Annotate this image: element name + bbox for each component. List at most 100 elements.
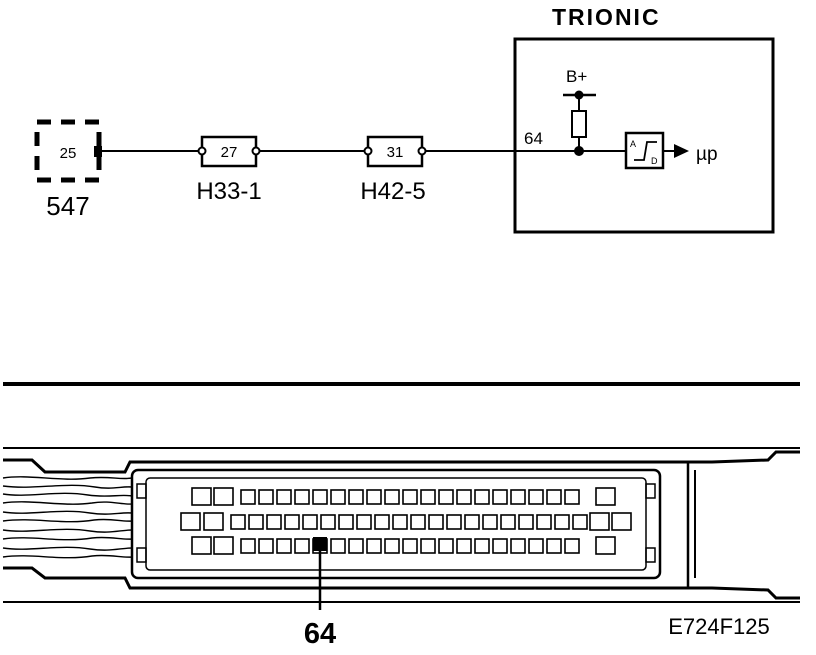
pin-cavity	[213, 487, 234, 506]
ecu-box	[513, 37, 775, 234]
pin-cavity	[595, 487, 616, 506]
component-547-box	[34, 119, 102, 183]
pin-cavity	[474, 489, 490, 505]
connector-tab-right-top	[645, 483, 656, 499]
connector-tab-left-bottom	[136, 547, 147, 563]
pin-cavity	[611, 512, 632, 531]
connector-h42-5-pin-in	[363, 146, 373, 156]
pin-cavity	[258, 538, 274, 554]
pin-cavity	[546, 489, 562, 505]
supply-label: B+	[566, 67, 587, 86]
pin-cavity	[456, 489, 472, 505]
pin-cavity	[366, 538, 382, 554]
pin-cavity	[546, 538, 562, 554]
pin-cavity	[348, 489, 364, 505]
pin-cavity	[536, 514, 552, 530]
pin-cavity	[428, 514, 444, 530]
component-547-pin: 25	[60, 145, 77, 162]
component-547-label: 547	[46, 191, 89, 221]
pin-cavity	[230, 514, 246, 530]
ecu-title: TRIONIC	[552, 4, 661, 30]
pin-cavity	[438, 489, 454, 505]
pin-cavity	[248, 514, 264, 530]
pin-cavity	[589, 512, 610, 531]
connector-h33-1-pin-in	[197, 146, 207, 156]
pin-cavity	[564, 538, 580, 554]
adc-symbol	[634, 141, 657, 161]
pin-64-highlight	[313, 537, 327, 551]
pin-cavity	[312, 489, 328, 505]
adc-label-a: A	[630, 139, 636, 149]
pin-cavity	[374, 514, 390, 530]
connector-body	[130, 468, 662, 580]
pin-cavity	[518, 514, 534, 530]
pin-cavity	[554, 514, 570, 530]
connector-lock-bracket	[660, 460, 690, 590]
output-label: µp	[696, 144, 718, 165]
pin-cavity	[284, 514, 300, 530]
harness-bottom-edge	[3, 566, 800, 600]
pin-cavity	[528, 489, 544, 505]
schematic	[34, 37, 775, 234]
ecu-pin-label: 64	[524, 129, 543, 148]
connector-tab-right-bottom	[645, 547, 656, 563]
pin-cavity	[191, 487, 212, 506]
pin-cavity	[402, 489, 418, 505]
pin-cavity	[510, 538, 526, 554]
harness-top-edge	[3, 450, 800, 474]
wire-bundle	[2, 476, 133, 559]
pin-cavity	[392, 514, 408, 530]
pin-cavity	[276, 538, 292, 554]
connector-h42-5-pin: 31	[387, 144, 404, 161]
pin-cavity	[564, 489, 580, 505]
connector-h42-5-label: H42-5	[360, 178, 425, 205]
pin-cavity	[294, 538, 310, 554]
pin-cavity	[276, 489, 292, 505]
pull-up-resistor	[571, 110, 587, 138]
pin-cavity	[510, 489, 526, 505]
pin-cavity	[203, 512, 224, 531]
pin-cavity	[492, 489, 508, 505]
pin-cavity	[180, 512, 201, 531]
pin-cavity	[402, 538, 418, 554]
ecu-connector-illustration	[2, 447, 800, 610]
pin-cavity	[464, 514, 480, 530]
component-547-terminal	[94, 146, 102, 157]
pin-cavity	[240, 538, 256, 554]
pin-cavity	[456, 538, 472, 554]
pin-cavity	[266, 514, 282, 530]
pin-cavity	[384, 538, 400, 554]
pin-cavity	[492, 538, 508, 554]
pin-cavity	[320, 514, 336, 530]
connector-tab-left-top	[136, 483, 147, 499]
pin-cavity	[366, 489, 382, 505]
connector-h33-1-label: H33-1	[196, 178, 261, 205]
pin-cavity	[572, 514, 588, 530]
pin-cavity	[420, 489, 436, 505]
output-arrow	[674, 144, 689, 158]
pin-cavity	[258, 489, 274, 505]
connector-h42-5-pin-out	[417, 146, 427, 156]
pin-cavity	[338, 514, 354, 530]
pin-cavity	[438, 538, 454, 554]
pin-cavity	[302, 514, 318, 530]
pin-cavity	[500, 514, 516, 530]
figure-code: E724F125	[668, 614, 770, 639]
pin-cavity	[482, 514, 498, 530]
pin-cavity	[420, 538, 436, 554]
pin-cavity	[410, 514, 426, 530]
connector-face	[145, 477, 647, 571]
pin-cavity	[330, 489, 346, 505]
pin-64-callout-label: 64	[304, 618, 336, 650]
pin-cavity	[294, 489, 310, 505]
pin-cavities	[180, 487, 632, 555]
adc-label-d: D	[651, 156, 658, 166]
connector-h33-1-pin: 27	[221, 144, 238, 161]
pin-cavity	[595, 536, 616, 555]
pin-cavity	[474, 538, 490, 554]
pin-cavity	[191, 536, 212, 555]
pin-cavity	[528, 538, 544, 554]
pin-cavity	[384, 489, 400, 505]
